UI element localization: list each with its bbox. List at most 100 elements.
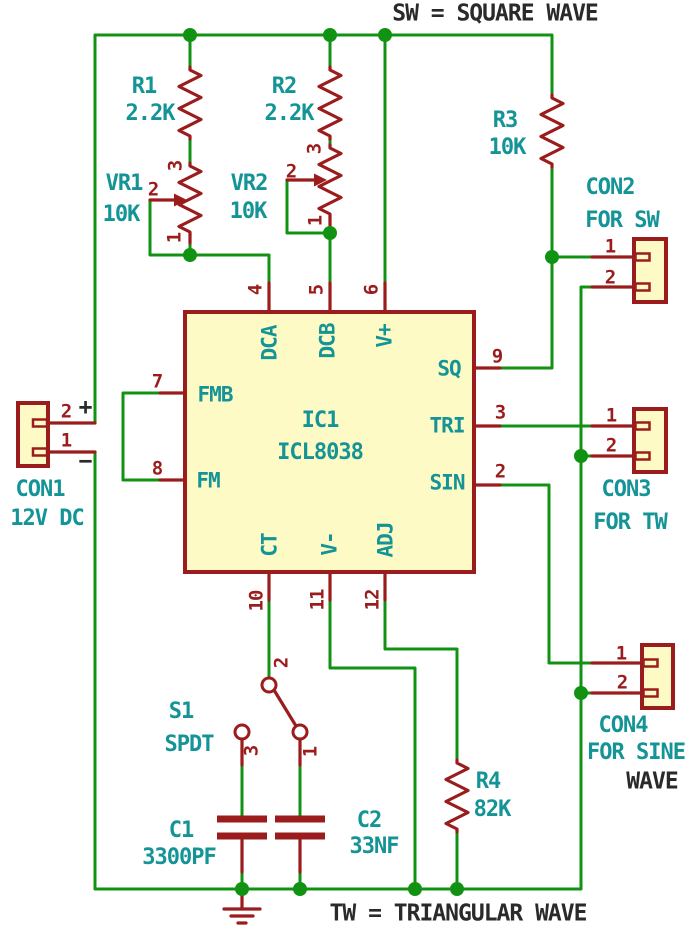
- con1-desc-label: 12V DC: [10, 506, 84, 531]
- con2-ref-label: CON2: [585, 175, 636, 200]
- ic-pin-dca-label: DCA: [257, 325, 282, 361]
- con1-pin2-number: 2: [60, 400, 72, 423]
- wire-sq-r3: [498, 165, 554, 370]
- ic-pin-sin-label: SIN: [429, 470, 466, 495]
- ic-pin-tri-label: TRI: [429, 413, 466, 438]
- r4-ref-label: R4: [475, 769, 501, 794]
- r4-value-label: 82K: [473, 797, 512, 822]
- ic-pin-vminus-label: V-: [317, 532, 342, 556]
- junction-c2-rail: [293, 882, 307, 896]
- vr2-pin1-number: 1: [304, 215, 327, 227]
- ic-value-label: ICL8038: [277, 440, 364, 465]
- con2-pin1-number: 1: [604, 235, 616, 258]
- junction-vr1-pin1: [183, 248, 197, 262]
- r3-ref-label: R3: [492, 108, 518, 133]
- r1-ref-label: R1: [131, 74, 157, 99]
- capacitor-c1-symbol: [217, 815, 267, 874]
- con4-pin2-number: 2: [616, 671, 628, 694]
- wire-vr2-wiper-loop: [285, 178, 332, 235]
- vr1-pin2-number: 2: [147, 178, 159, 201]
- vr1-value-label: 10K: [102, 202, 141, 227]
- con3-pin2-notch: [634, 451, 651, 461]
- s1-ref-label: S1: [168, 699, 194, 724]
- s1-lever: [272, 688, 298, 728]
- ic-pin10-number: 10: [245, 590, 268, 612]
- r2-ref-label: R2: [271, 74, 297, 99]
- con2-pin1-notch: [634, 252, 651, 262]
- s1-pin2-number: 2: [270, 657, 293, 669]
- con1-plus-sign: +: [78, 394, 93, 421]
- con4-desc-label: FOR SINE: [587, 740, 686, 765]
- wire-fmb-fm-loop: [121, 391, 162, 482]
- wire-vminus-ground: [328, 598, 417, 891]
- s1-pin3-contact: [233, 723, 251, 741]
- potentiometer-vr1-symbol: [148, 161, 203, 245]
- wire-vr1-wiper-loop-dca: [148, 198, 271, 285]
- vr1-ref-label: VR1: [105, 171, 144, 196]
- con4-pin2-notch: [642, 688, 659, 698]
- potentiometer-vr2-symbol: [285, 143, 343, 227]
- con1-pin1-number: 1: [60, 429, 72, 452]
- vr1-wiper-arrow: [174, 193, 187, 207]
- s1-pin1-contact: [291, 723, 309, 741]
- junction-dots: [183, 28, 588, 896]
- c1-value-label: 3300PF: [142, 845, 216, 870]
- resistor-r4-symbol: [444, 758, 470, 834]
- connector-con4-symbol: [590, 643, 675, 710]
- ic-pin7-number: 7: [151, 370, 163, 393]
- junction-r2-rail: [323, 28, 337, 42]
- con3-desc-label: FOR TW: [593, 510, 667, 535]
- switch-s1-symbol: [233, 676, 309, 767]
- ic-pin2-number: 2: [494, 460, 506, 483]
- wire-ground-bus: [93, 285, 594, 891]
- ic-pin9-number: 9: [491, 345, 503, 368]
- triangular-wave-title: TW = TRIANGULAR WAVE: [329, 900, 588, 927]
- capacitor-c2-symbol: [275, 815, 325, 874]
- con3-pin1-number: 1: [605, 404, 617, 427]
- c2-ref-label: C2: [356, 808, 382, 833]
- wire-sin-con4: [498, 483, 594, 665]
- con4-pin1-notch: [642, 658, 659, 668]
- connector-con2-symbol: [590, 237, 668, 304]
- r2-value-label: 2.2K: [264, 101, 315, 126]
- vr1-resistor-body: [177, 161, 203, 237]
- con3-pin1-notch: [634, 421, 651, 431]
- vr1-pin1-number: 1: [163, 232, 186, 244]
- con3-pin2-number: 2: [605, 434, 617, 457]
- ic-pin-ct-label: CT: [257, 533, 282, 557]
- s1-pin1-number: 1: [299, 746, 322, 758]
- wires: [93, 33, 594, 891]
- ic-pin-sq-label: SQ: [437, 356, 461, 381]
- con3-ref-label: CON3: [601, 477, 652, 502]
- s1-common-contact: [260, 676, 278, 694]
- con4-ref-label: CON4: [598, 713, 649, 738]
- s1-pin3-number: 3: [240, 745, 263, 757]
- c1-ref-label: C1: [168, 818, 194, 843]
- ic-pin-dcb-label: DCB: [315, 323, 340, 359]
- junction-r1-rail: [183, 28, 197, 42]
- con1-pin1-notch: [31, 447, 49, 457]
- junction-vplus-rail: [378, 28, 392, 42]
- con1-minus-sign: −: [78, 448, 93, 475]
- con1-ref-label: CON1: [15, 477, 66, 502]
- vr1-pin3-number: 3: [164, 160, 187, 172]
- square-wave-title: SW = SQUARE WAVE: [392, 0, 599, 27]
- resistor-r3-symbol: [539, 93, 565, 169]
- junction-c1-rail: [235, 882, 249, 896]
- junction-r4-rail: [450, 882, 464, 896]
- ic-pin6-number: 6: [360, 284, 383, 296]
- ic-ref-label: IC1: [301, 408, 340, 433]
- junction-con3-pin2: [574, 449, 588, 463]
- resistor-symbols: [177, 65, 565, 834]
- con4-desc2-label: WAVE: [626, 768, 678, 795]
- junction-vr2-pin1: [323, 226, 337, 240]
- vr2-value-label: 10K: [229, 199, 268, 224]
- ic-pin12-number: 12: [361, 589, 384, 611]
- resistor-r1-symbol: [177, 65, 203, 141]
- s1-value-label: SPDT: [164, 732, 215, 757]
- con4-pin1-number: 1: [615, 642, 627, 665]
- ic-pin-fmb-label: FMB: [197, 382, 234, 407]
- ic-pin5-number: 5: [305, 284, 328, 296]
